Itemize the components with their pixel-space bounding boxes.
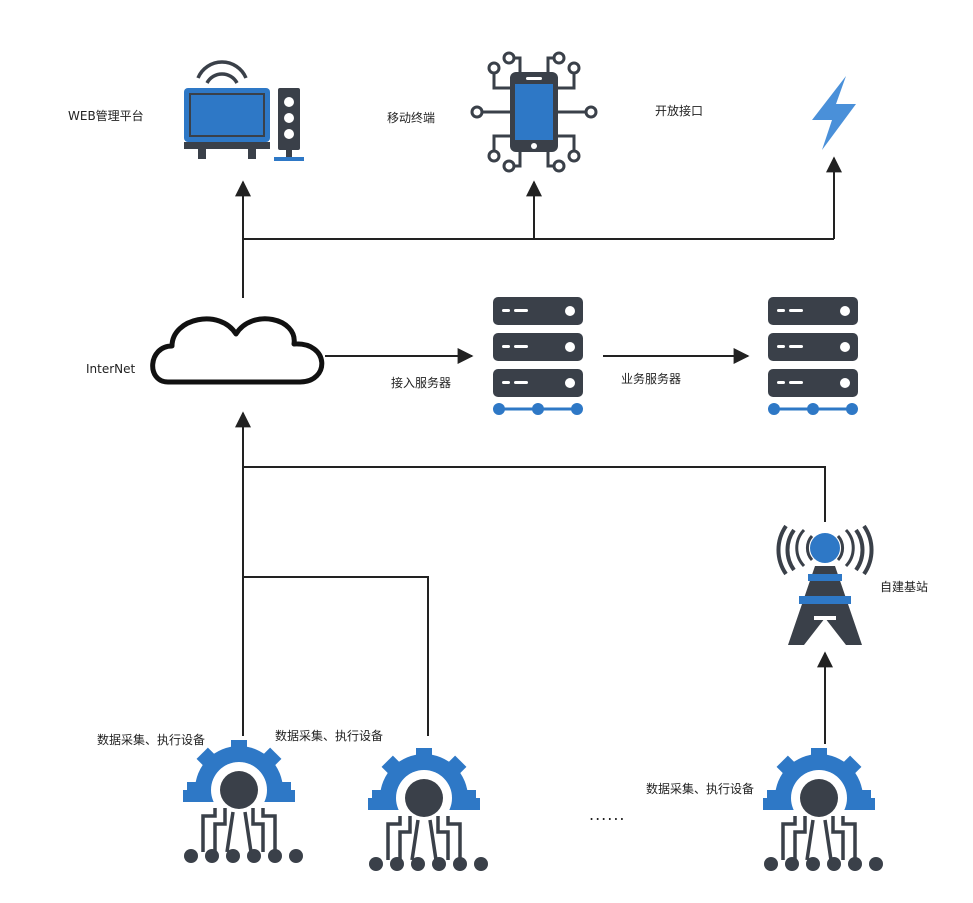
desktop-computer-icon (184, 60, 304, 161)
base-station-label: 自建基站 (880, 580, 929, 594)
gear-chip-icon (183, 740, 303, 865)
radio-tower-icon (776, 524, 874, 645)
business-server-label: 业务服务器 (621, 372, 682, 386)
mobile-terminal-label: 移动终端 (387, 111, 436, 125)
internet-label: InterNet (86, 362, 136, 376)
smartphone-circuit-icon (470, 51, 598, 173)
cloud-icon (150, 316, 325, 385)
connectors (235, 156, 842, 744)
more-devices-ellipsis: ...... (589, 805, 626, 824)
device-label-3: 数据采集、执行设备 (646, 782, 755, 796)
gear-chip-icon (763, 748, 883, 873)
server-rack-icon (768, 297, 858, 417)
line-device2 (243, 576, 429, 736)
line-basestation (243, 466, 826, 522)
gear-chip-icon (368, 748, 488, 873)
device-label-1: 数据采集、执行设备 (97, 733, 206, 747)
device-label-2: 数据采集、执行设备 (275, 729, 384, 743)
open-interface-label: 开放接口 (655, 104, 704, 118)
access-server-label: 接入服务器 (391, 376, 452, 390)
server-rack-icon (493, 297, 583, 417)
lightning-bolt-icon (812, 76, 856, 150)
web-platform-label: WEB管理平台 (68, 109, 144, 123)
